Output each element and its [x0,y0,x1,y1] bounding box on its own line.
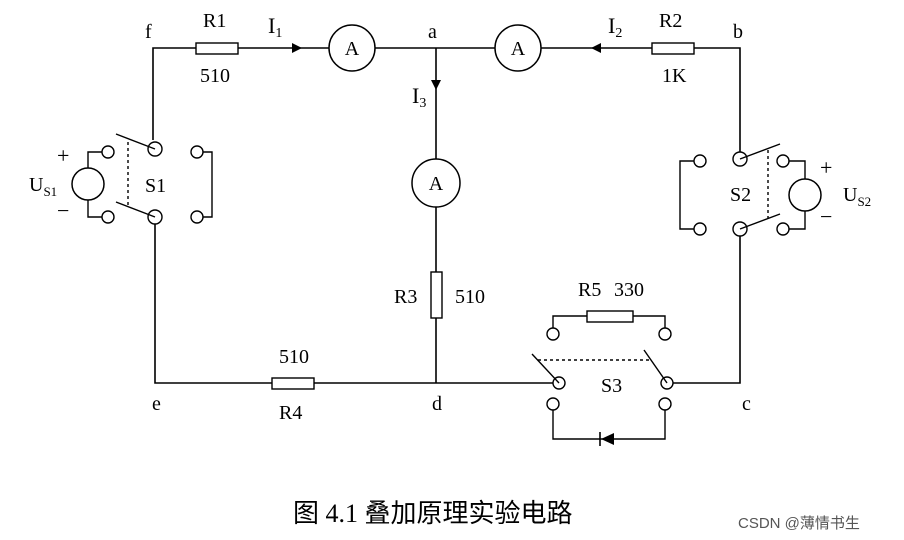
s2-terminal-left-top [693,154,707,168]
switch-s1: S1 [87,133,213,258]
s1-terminal-left-bottom [101,210,115,224]
s3-terminal-r5-right [658,327,672,341]
switch-s3: S3 [531,315,674,446]
r4-name: R4 [279,402,302,424]
diode-icon [601,433,614,445]
r5-name: R5 [578,279,601,301]
switch-s2: S2 [679,143,806,237]
source-us1: + − US1 [29,143,105,223]
node-b: b [733,21,743,43]
current-i1-label: I1 [268,13,282,41]
i1-arrow-icon [292,43,302,53]
s1-terminal-right-bottom [190,210,204,224]
node-f: f [145,21,152,43]
us1-label: US1 [29,174,57,199]
node-e: e [152,393,161,415]
ammeter-1: A [328,24,376,72]
ammeter-2-label: A [511,38,526,60]
r2-value: 1K [662,65,687,87]
us1-plus: + [57,143,69,168]
s2-short-wire [679,160,694,230]
resistor-r1 [195,42,239,55]
s2-label: S2 [730,184,751,206]
s1-blade-top [115,133,156,150]
wire-s3-c-s2 [672,236,741,384]
r2-name: R2 [659,10,682,32]
i3-arrow-icon [431,80,441,90]
figure-caption: 图 4.1 叠加原理实验电路 [293,499,573,528]
s2-terminal-left-bottom [693,222,707,236]
s2-blade-top [739,143,781,160]
node-d: d [432,393,442,415]
s3-label: S3 [601,375,622,397]
us2-label: US2 [843,184,871,209]
ammeter-1-label: A [345,38,360,60]
us1-minus: − [57,198,69,223]
r3-value: 510 [455,286,485,308]
us2-plus: + [820,155,832,180]
s1-blade-bottom [115,201,156,218]
s1-label: S1 [145,175,166,197]
s1-short-wire [203,151,213,218]
s3-blade-left [531,353,560,384]
current-i2-label: I2 [608,13,622,41]
ammeter-3: A [411,158,461,208]
wire-s1-e-r4 [154,258,272,384]
r5-value: 330 [614,279,644,301]
s2-blade-bottom [739,213,781,230]
us2-minus: − [820,204,832,229]
s3-terminal-r5-left [546,327,560,341]
resistor-r4 [271,377,315,390]
s3-r5-wire-right [633,315,666,328]
wires [152,47,741,384]
s3-terminal-diode-left [546,397,560,411]
ammeter-3-label: A [429,173,444,195]
r1-value: 510 [200,65,230,87]
resistor-r5 [586,310,634,323]
s1-terminal-right-top [190,145,204,159]
s3-diode-wire [552,410,666,440]
s2-terminal-right-top [776,154,790,168]
i2-arrow-icon [591,43,601,53]
wire-f-r1 [152,47,196,140]
r4-value: 510 [279,346,309,368]
wire-r2-b [694,47,741,152]
node-c: c [742,393,751,415]
resistor-r3 [430,271,443,319]
current-i3-label: I3 [412,83,426,111]
s3-terminal-diode-right [658,397,672,411]
r1-name: R1 [203,10,226,32]
ammeter-2: A [494,24,542,72]
s1-terminal-left-top [101,145,115,159]
s2-terminal-right-bottom [776,222,790,236]
resistor-r2 [651,42,695,55]
source-us2: + − US2 [788,155,871,229]
node-a: a [428,21,437,43]
r3-name: R3 [394,286,417,308]
watermark: CSDN @薄情书生 [738,515,860,532]
s3-r5-wire-left [552,315,587,328]
s3-blade-right [643,349,668,384]
